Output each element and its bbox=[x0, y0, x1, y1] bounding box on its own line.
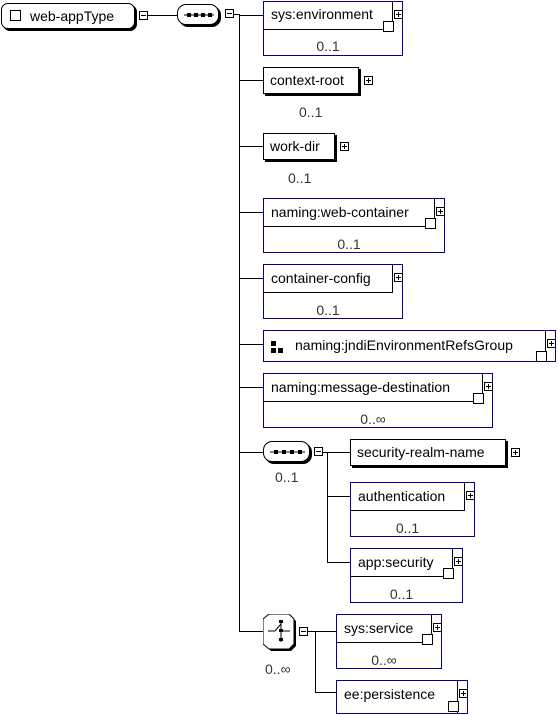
reference-arrow-icon bbox=[536, 351, 547, 362]
work-dir-expand-icon[interactable] bbox=[340, 142, 349, 151]
sys-service-expand-icon[interactable] bbox=[433, 623, 442, 632]
naming-web-container-element[interactable]: naming:web-container 0..1 bbox=[263, 198, 445, 253]
security-realm-name-expand-icon[interactable] bbox=[511, 448, 520, 457]
root-collapse-icon[interactable] bbox=[139, 11, 148, 20]
naming-message-destination-element[interactable]: naming:message-destination 0..∞ bbox=[263, 373, 493, 428]
context-root-cardinality: 0..1 bbox=[299, 104, 323, 120]
jndi-group-expand-icon[interactable] bbox=[547, 339, 556, 348]
cardinality: 0..1 bbox=[316, 38, 340, 54]
choice-cardinality: 0..∞ bbox=[265, 661, 291, 677]
element-label: naming:web-container bbox=[271, 204, 409, 220]
root-element[interactable]: web-appType bbox=[1, 3, 135, 29]
context-root-expand-icon[interactable] bbox=[364, 76, 373, 85]
element-label: naming:message-destination bbox=[271, 379, 450, 395]
cardinality: 0..1 bbox=[389, 586, 414, 602]
container-config-element[interactable]: container-config 0..1 bbox=[263, 264, 403, 319]
cardinality: 0..∞ bbox=[360, 411, 386, 427]
context-root-element[interactable]: context-root bbox=[263, 67, 359, 94]
cardinality: 0..1 bbox=[395, 520, 420, 536]
security-realm-name-element[interactable]: security-realm-name bbox=[350, 439, 506, 466]
reference-arrow-icon bbox=[443, 568, 454, 579]
reference-arrow-icon bbox=[473, 393, 484, 404]
work-dir-cardinality: 0..1 bbox=[288, 170, 312, 186]
naming-web-container-expand-icon[interactable] bbox=[436, 207, 445, 216]
app-security-element[interactable]: app:security 0..1 bbox=[350, 548, 463, 603]
element-label: sys:service bbox=[344, 620, 414, 636]
work-dir-element[interactable]: work-dir bbox=[263, 133, 335, 160]
element-label: security-realm-name bbox=[357, 444, 485, 460]
sequence-icon bbox=[270, 450, 305, 454]
element-label: context-root bbox=[270, 72, 344, 88]
main-sequence-collapse-icon[interactable] bbox=[225, 9, 234, 18]
element-label: container-config bbox=[271, 270, 371, 286]
element-label: work-dir bbox=[270, 138, 320, 154]
security-sequence-cardinality: 0..1 bbox=[275, 469, 299, 485]
choice-compositor[interactable] bbox=[263, 614, 296, 652]
element-label: authentication bbox=[358, 488, 446, 504]
security-sequence-compositor[interactable] bbox=[263, 441, 310, 462]
reference-arrow-icon bbox=[422, 634, 433, 645]
container-config-expand-icon[interactable] bbox=[394, 273, 403, 282]
sys-environment-expand-icon[interactable] bbox=[394, 10, 403, 19]
reference-arrow-icon bbox=[425, 218, 436, 229]
security-sequence-collapse-icon[interactable] bbox=[314, 447, 323, 456]
authentication-element[interactable]: authentication 0..1 bbox=[350, 482, 475, 537]
ee-persistence-element[interactable]: ee:persistence bbox=[336, 680, 468, 714]
reference-arrow-icon bbox=[448, 701, 459, 712]
choice-collapse-icon[interactable] bbox=[299, 627, 308, 636]
naming-jndi-environment-refs-group[interactable]: naming:jndiEnvironmentRefsGroup bbox=[263, 330, 556, 362]
main-sequence-compositor[interactable] bbox=[177, 4, 219, 25]
cardinality: 0..1 bbox=[337, 236, 361, 252]
root-label: web-appType bbox=[30, 8, 115, 24]
app-security-expand-icon[interactable] bbox=[454, 557, 463, 566]
element-label: app:security bbox=[358, 554, 434, 570]
reference-arrow-icon bbox=[383, 21, 394, 32]
element-label: ee:persistence bbox=[344, 686, 436, 702]
cardinality: 0..∞ bbox=[371, 652, 397, 668]
choice-icon bbox=[263, 614, 296, 651]
message-destination-expand-icon[interactable] bbox=[484, 382, 493, 391]
attributes-icon bbox=[10, 10, 21, 21]
authentication-expand-icon[interactable] bbox=[466, 491, 475, 500]
sys-service-element[interactable]: sys:service 0..∞ bbox=[336, 614, 442, 669]
cardinality: 0..1 bbox=[316, 302, 340, 318]
sequence-icon bbox=[184, 13, 214, 17]
ee-persistence-expand-icon[interactable] bbox=[459, 689, 468, 698]
sys-environment-element[interactable]: sys:environment 0..1 bbox=[263, 1, 403, 56]
element-label: sys:environment bbox=[271, 6, 373, 22]
group-icon bbox=[271, 341, 283, 353]
group-label: naming:jndiEnvironmentRefsGroup bbox=[295, 337, 513, 353]
